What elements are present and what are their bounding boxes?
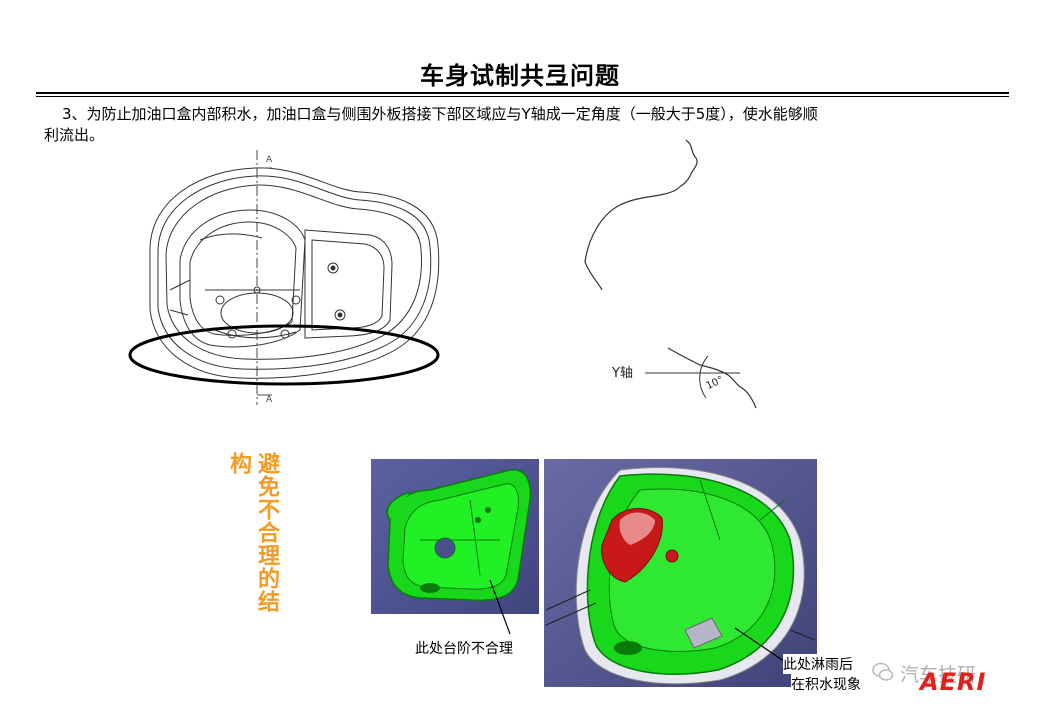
description-line-1: 3、为防止加油口盒内部积水，加油口盒与侧围外板搭接下部区域应与Y轴成一定角度（一… xyxy=(62,105,818,123)
annotation-text-col2: 避免不合理的结 xyxy=(254,452,279,613)
fuel-filler-box-plan xyxy=(149,167,440,379)
angle-label: 10° xyxy=(704,375,725,392)
wechat-icon xyxy=(872,661,894,683)
section-profile-curve xyxy=(584,139,698,291)
title-underline-thin xyxy=(36,96,1009,97)
section-label-bottom: A xyxy=(266,395,273,405)
caption-right-line2: 在积水现象 xyxy=(791,674,861,694)
render-left xyxy=(371,459,539,614)
leader-left xyxy=(489,579,511,635)
caption-right-line1: 此处淋雨后 xyxy=(783,654,853,674)
angle-arc xyxy=(699,355,709,399)
slide-title: 车身试制共弖问题 xyxy=(420,61,620,90)
description: 3、为防止加油口盒内部积水，加油口盒与侧围外板搭接下部区域应与Y轴成一定角度（一… xyxy=(44,104,1010,146)
y-axis-label: Y轴 xyxy=(611,366,633,381)
title-underline xyxy=(36,92,1009,94)
watermark-text: 汽车技研 xyxy=(900,664,977,686)
render-right xyxy=(544,459,817,687)
section-line-a xyxy=(256,150,272,405)
detail-profile xyxy=(667,347,757,409)
caption-left: 此处台阶不合理 xyxy=(415,641,513,657)
annotation-text-col1: 构 xyxy=(226,452,251,475)
section-label-top: A xyxy=(266,155,273,165)
watermark-brand-logo: AERI xyxy=(920,668,987,696)
highlight-ellipse xyxy=(128,324,440,386)
description-line-2: 利流出。 xyxy=(44,126,105,144)
